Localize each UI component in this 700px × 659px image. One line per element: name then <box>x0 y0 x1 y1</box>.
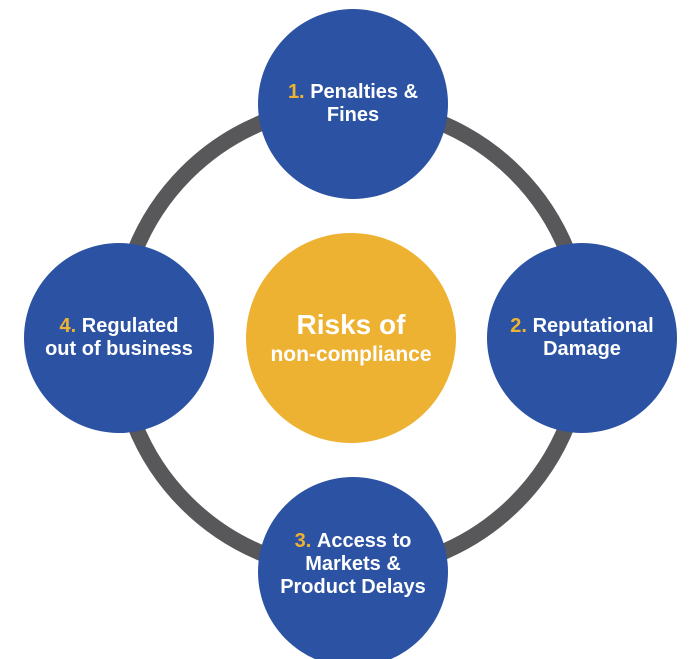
node-number: 3. <box>294 529 312 552</box>
node-number: 4. <box>59 315 77 337</box>
node-label: Reputational Damage <box>532 315 654 360</box>
node-label: Access to Markets & Product Delays <box>280 529 426 598</box>
node-text: 1.Penalties & Fines <box>274 81 432 127</box>
node-label: Regulated out of business <box>45 315 193 360</box>
center-text: Risks of non-compliance <box>270 308 431 368</box>
node-label: Penalties & Fines <box>310 81 419 126</box>
center-node-risks-of-non-compliance: Risks of non-compliance <box>246 233 456 443</box>
node-penalties-fines: 1.Penalties & Fines <box>258 9 448 199</box>
node-number: 2. <box>510 315 527 337</box>
node-text: 2.Reputational Damage <box>496 315 667 361</box>
node-access-to-markets: 3.Access to Markets & Product Delays <box>258 477 448 659</box>
center-title: Risks of <box>296 309 406 341</box>
node-text: 4.Regulated out of business <box>31 315 207 361</box>
node-reputational-damage: 2.Reputational Damage <box>487 243 677 433</box>
node-text: 3.Access to Markets & Product Delays <box>266 530 440 599</box>
node-regulated-out-of-business: 4.Regulated out of business <box>24 243 214 433</box>
center-subtitle: non-compliance <box>270 342 432 366</box>
node-number: 1. <box>287 81 305 103</box>
